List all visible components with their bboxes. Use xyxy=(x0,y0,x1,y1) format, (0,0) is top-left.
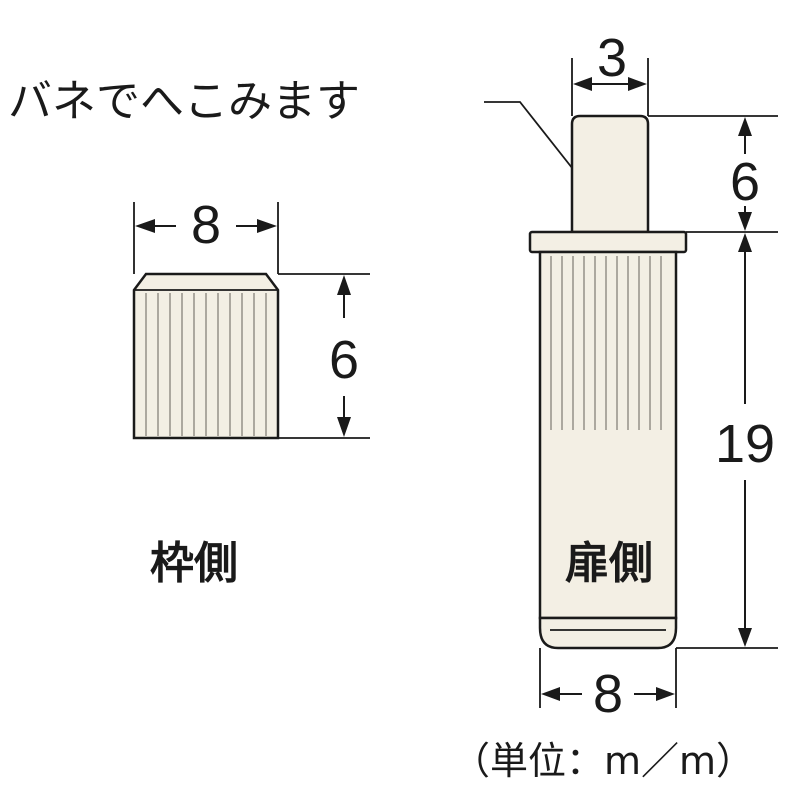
door-side-flange xyxy=(528,230,688,254)
door-side-ribs xyxy=(550,256,662,430)
frame-side-part xyxy=(132,272,280,440)
frame-width-dimension: 8 xyxy=(133,195,279,274)
units-note: （単位：m／m） xyxy=(452,739,754,783)
door-side-label: 扉側 xyxy=(565,538,653,589)
frame-side-ribs xyxy=(145,293,267,436)
body-height-dimension: 19 xyxy=(676,233,778,649)
frame-width-value: 8 xyxy=(191,195,221,255)
spring-note-leader xyxy=(484,101,581,179)
pin-height-value: 6 xyxy=(730,152,760,212)
pin-width-dimension: 3 xyxy=(571,28,649,116)
body-height-value: 19 xyxy=(715,414,775,474)
body-width-value: 8 xyxy=(593,664,623,724)
frame-side-label: 枠側 xyxy=(150,538,238,589)
spring-note-text: バネでへこみます xyxy=(8,76,360,127)
body-width-dimension: 8 xyxy=(539,648,677,724)
frame-height-dimension: 6 xyxy=(278,273,370,439)
pin-height-dimension: 6 xyxy=(648,115,778,233)
door-side-foot xyxy=(538,616,678,650)
door-side-pin xyxy=(570,114,650,234)
door-side-part xyxy=(528,114,688,650)
frame-height-value: 6 xyxy=(329,330,359,390)
pin-width-value: 3 xyxy=(597,28,627,88)
